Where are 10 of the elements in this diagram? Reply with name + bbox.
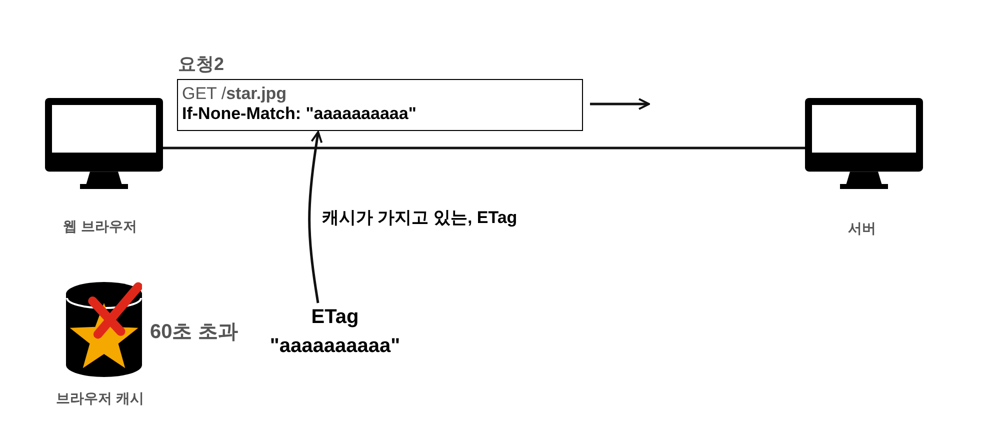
node-caption: 60초 초과 [150, 320, 238, 345]
connector-line [163, 146, 805, 150]
arrow [308, 131, 323, 304]
etag-value: ETag "aaaaaaaaaa" [268, 305, 402, 359]
node-caption: 웹 브라우저 [62, 218, 138, 236]
request-line: GET /star.jpg [182, 84, 288, 104]
request-title: 요청2 [178, 53, 224, 76]
node-caption: 브라우저 캐시 [55, 390, 145, 408]
request-header: If-None-Match: "aaaaaaaaaa" [182, 104, 418, 124]
node-caption: 서버 [847, 220, 877, 238]
